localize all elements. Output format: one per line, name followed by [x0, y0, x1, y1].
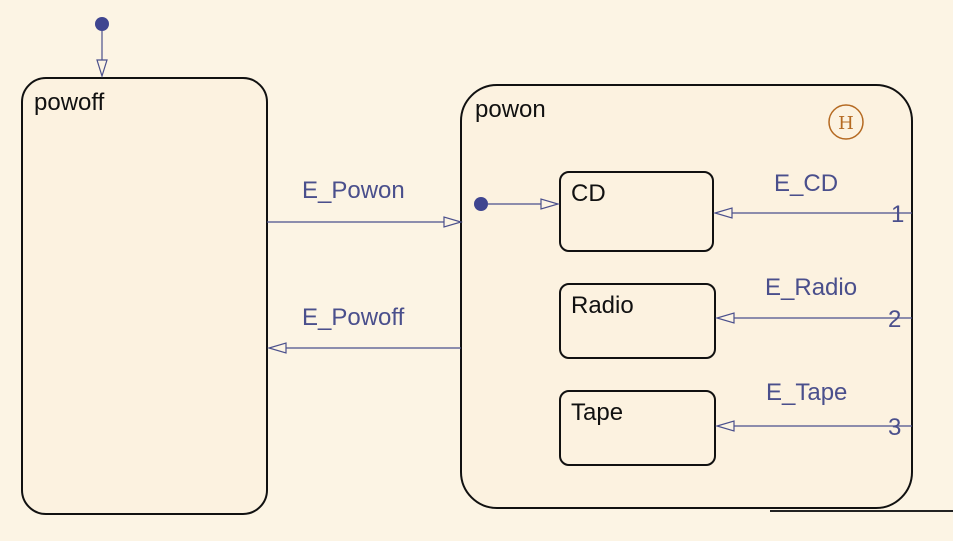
state-powoff-label: powoff [34, 89, 105, 116]
default-transition-dot-powoff[interactable] [95, 17, 109, 31]
transition-e-tape-arrow-icon [714, 420, 735, 432]
state-tape-label: Tape [571, 399, 623, 426]
history-junction-icon[interactable] [828, 104, 864, 140]
default-transition-powoff-arrow-icon [96, 59, 108, 79]
transition-e-cd-label[interactable]: E_CD [774, 170, 838, 197]
transition-e-cd-arrow-icon [712, 207, 733, 219]
state-cd-label: CD [571, 180, 606, 207]
default-transition-dot-cd[interactable] [474, 197, 488, 211]
transition-e-powoff-arrow-icon [266, 342, 287, 354]
state-radio-box[interactable] [559, 283, 716, 359]
port-1-label: 1 [891, 201, 904, 228]
transition-e-powon-arrow-icon [443, 216, 464, 228]
state-cd[interactable]: CD [559, 171, 714, 252]
transition-e-tape-label[interactable]: E_Tape [766, 379, 847, 406]
transition-e-powoff-label[interactable]: E_Powoff [302, 304, 405, 331]
port-3-label: 3 [888, 414, 901, 441]
state-cd-box[interactable] [559, 171, 714, 252]
state-powoff[interactable]: powoff [21, 77, 268, 515]
state-tape[interactable]: Tape [559, 390, 716, 466]
default-transition-cd-arrow-icon [540, 198, 561, 210]
transition-e-powon-label[interactable]: E_Powon [302, 177, 405, 204]
transition-e-radio-label[interactable]: E_Radio [765, 274, 857, 301]
state-radio[interactable]: Radio [559, 283, 716, 359]
history-junction-label: H [838, 113, 854, 134]
transition-e-radio-arrow-icon [714, 312, 735, 324]
state-powoff-box[interactable] [21, 77, 268, 515]
state-tape-box[interactable] [559, 390, 716, 466]
port-2-label: 2 [888, 306, 901, 333]
state-powon-label: powon [475, 96, 546, 123]
state-radio-label: Radio [571, 292, 634, 319]
